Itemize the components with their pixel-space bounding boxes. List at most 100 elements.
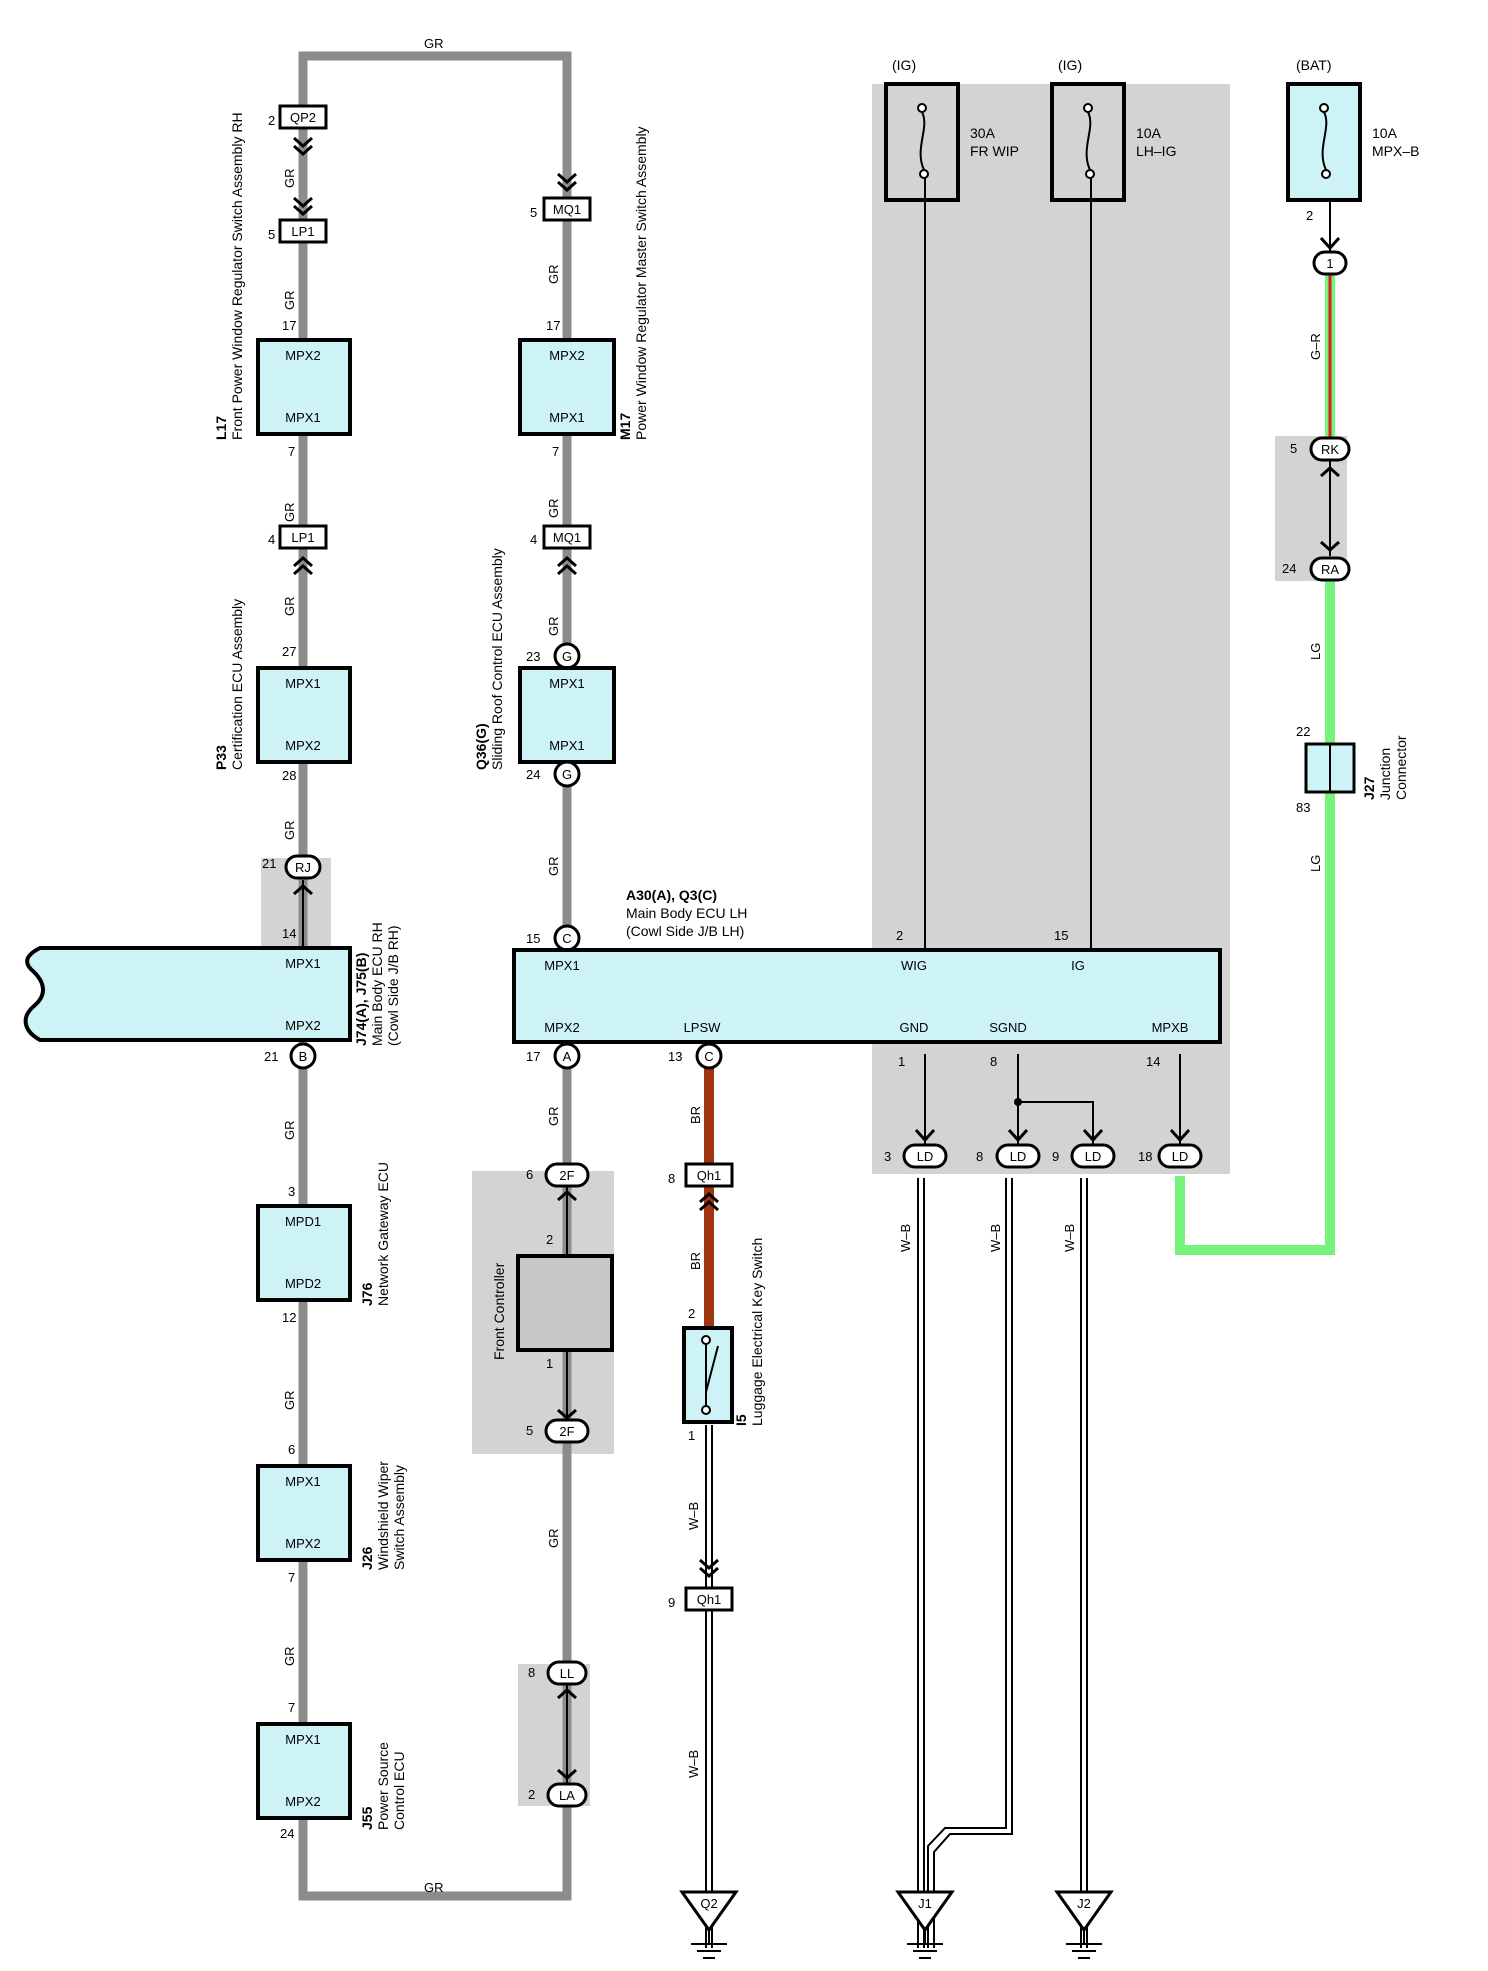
svg-text:LH–IG: LH–IG bbox=[1136, 143, 1176, 159]
component-m17: 17 MPX2 MPX1 7 M17 Power Window Regulato… bbox=[518, 126, 649, 459]
svg-text:LD: LD bbox=[1172, 1149, 1189, 1164]
svg-text:4: 4 bbox=[268, 532, 275, 547]
svg-text:RJ: RJ bbox=[295, 860, 311, 875]
svg-text:WIG: WIG bbox=[901, 958, 927, 973]
svg-text:(Cowl Side J/B LH): (Cowl Side J/B LH) bbox=[626, 923, 744, 939]
svg-text:LP1: LP1 bbox=[291, 224, 314, 239]
svg-text:Windshield Wiper: Windshield Wiper bbox=[375, 1461, 391, 1570]
svg-text:LD: LD bbox=[917, 1149, 934, 1164]
svg-text:2: 2 bbox=[268, 113, 275, 128]
svg-text:BR: BR bbox=[688, 1106, 703, 1124]
svg-text:MPX2: MPX2 bbox=[285, 1536, 320, 1551]
svg-text:14: 14 bbox=[1146, 1054, 1160, 1069]
svg-text:J2: J2 bbox=[1077, 1896, 1091, 1911]
svg-text:10A: 10A bbox=[1136, 125, 1162, 141]
ground-q2: Q2 bbox=[679, 1890, 739, 1959]
svg-text:LD: LD bbox=[1085, 1149, 1102, 1164]
connector-ra: 24 RA bbox=[1282, 540, 1351, 582]
svg-text:GR: GR bbox=[282, 821, 297, 841]
svg-text:C: C bbox=[562, 931, 571, 946]
svg-text:GR: GR bbox=[546, 499, 561, 519]
svg-text:23: 23 bbox=[526, 649, 540, 664]
svg-text:(Cowl Side J/B RH): (Cowl Side J/B RH) bbox=[385, 925, 401, 1046]
connector-ld-8: 8 LD bbox=[976, 1128, 1041, 1169]
svg-text:GR: GR bbox=[282, 503, 297, 523]
component-j27: 22 83 J27 Junction Connector bbox=[1296, 724, 1409, 815]
svg-text:MPX2: MPX2 bbox=[285, 738, 320, 753]
svg-text:21: 21 bbox=[262, 856, 276, 871]
svg-text:J74(A), J75(B): J74(A), J75(B) bbox=[353, 953, 369, 1046]
component-q36: 23 G MPX1 MPX1 24 G Q36(G) Sliding Roof … bbox=[473, 548, 616, 788]
component-j74-j75: MPX1 MPX2 J74(A), J75(B) Main Body ECU R… bbox=[23, 922, 401, 1046]
svg-text:Q2: Q2 bbox=[700, 1896, 717, 1911]
connector-rk: 5 RK bbox=[1290, 436, 1351, 478]
svg-text:1: 1 bbox=[688, 1428, 695, 1443]
svg-text:Luggage Electrical Key Switch: Luggage Electrical Key Switch bbox=[749, 1238, 765, 1426]
connector-qh1-9: 9 Qh1 bbox=[668, 1558, 734, 1612]
svg-text:Power Window Regulator Master: Power Window Regulator Master Switch Ass… bbox=[633, 126, 649, 440]
connector-ld-9: 9 LD bbox=[1052, 1128, 1116, 1169]
svg-text:MPX1: MPX1 bbox=[285, 956, 320, 971]
svg-text:MQ1: MQ1 bbox=[553, 530, 581, 545]
svg-text:5: 5 bbox=[1290, 441, 1297, 456]
connector-ll-la: 8 LL 2 LA bbox=[528, 1660, 588, 1808]
svg-text:MPX2: MPX2 bbox=[549, 348, 584, 363]
other-wire-labels: BR BR W–B W–B W–B W–B W–B G–R LG LG bbox=[686, 333, 1323, 1778]
wb-wires bbox=[705, 1178, 1088, 1948]
svg-text:GR: GR bbox=[282, 291, 297, 311]
svg-text:3: 3 bbox=[884, 1149, 891, 1164]
svg-text:J26: J26 bbox=[359, 1546, 375, 1570]
svg-text:LA: LA bbox=[559, 1788, 575, 1803]
svg-text:12: 12 bbox=[282, 1310, 296, 1325]
svg-text:6: 6 bbox=[288, 1442, 295, 1457]
svg-text:Q36(G): Q36(G) bbox=[473, 723, 489, 770]
svg-text:MPX1: MPX1 bbox=[549, 676, 584, 691]
svg-text:24: 24 bbox=[526, 767, 540, 782]
svg-text:(IG): (IG) bbox=[1058, 57, 1082, 73]
svg-text:Connector: Connector bbox=[1393, 735, 1409, 800]
svg-text:W–B: W–B bbox=[898, 1224, 913, 1252]
svg-text:MPX1: MPX1 bbox=[285, 410, 320, 425]
svg-text:7: 7 bbox=[552, 444, 559, 459]
connector-mq1-5: 5 MQ1 bbox=[530, 172, 592, 222]
svg-text:J1: J1 bbox=[918, 1896, 932, 1911]
svg-text:MPX1: MPX1 bbox=[285, 676, 320, 691]
svg-text:GR: GR bbox=[282, 1647, 297, 1667]
svg-text:17: 17 bbox=[546, 318, 560, 333]
svg-text:24: 24 bbox=[1282, 561, 1296, 576]
svg-text:MPX2: MPX2 bbox=[285, 1018, 320, 1033]
svg-text:QP2: QP2 bbox=[290, 110, 316, 125]
connector-ld-3: 3 LD bbox=[884, 1128, 948, 1169]
svg-text:B: B bbox=[299, 1049, 308, 1064]
svg-text:MQ1: MQ1 bbox=[553, 202, 581, 217]
svg-text:SGND: SGND bbox=[989, 1020, 1027, 1035]
svg-text:2: 2 bbox=[1306, 208, 1313, 223]
svg-text:GR: GR bbox=[546, 1107, 561, 1127]
svg-text:GR: GR bbox=[282, 597, 297, 617]
svg-text:2: 2 bbox=[896, 928, 903, 943]
svg-text:Qh1: Qh1 bbox=[697, 1592, 722, 1607]
component-l17: 17 MPX2 MPX1 7 L17 Front Power Window Re… bbox=[213, 112, 352, 459]
svg-text:MPX1: MPX1 bbox=[549, 410, 584, 425]
connector-qh1-8: 8 Qh1 bbox=[668, 1162, 734, 1212]
svg-text:C: C bbox=[704, 1049, 713, 1064]
svg-text:30A: 30A bbox=[970, 125, 996, 141]
svg-text:GR: GR bbox=[546, 617, 561, 637]
svg-text:Qh1: Qh1 bbox=[697, 1168, 722, 1183]
svg-text:4: 4 bbox=[530, 532, 537, 547]
svg-text:21: 21 bbox=[264, 1049, 278, 1064]
svg-text:RK: RK bbox=[1321, 442, 1339, 457]
svg-text:GR: GR bbox=[546, 1529, 561, 1549]
svg-text:LG: LG bbox=[1308, 643, 1323, 660]
svg-text:LD: LD bbox=[1010, 1149, 1027, 1164]
svg-text:Sliding Roof Control ECU Assem: Sliding Roof Control ECU Assembly bbox=[489, 548, 505, 770]
ll-la-shade bbox=[518, 1664, 590, 1806]
svg-text:1: 1 bbox=[1326, 256, 1333, 271]
connector-1: 2 1 bbox=[1306, 208, 1348, 276]
svg-text:BR: BR bbox=[688, 1252, 703, 1270]
svg-text:FR WIP: FR WIP bbox=[970, 143, 1019, 159]
connector-qp2: 2 QP2 bbox=[268, 104, 328, 157]
svg-text:A30(A), Q3(C): A30(A), Q3(C) bbox=[626, 887, 717, 903]
sgnd-junction bbox=[1014, 1098, 1022, 1106]
